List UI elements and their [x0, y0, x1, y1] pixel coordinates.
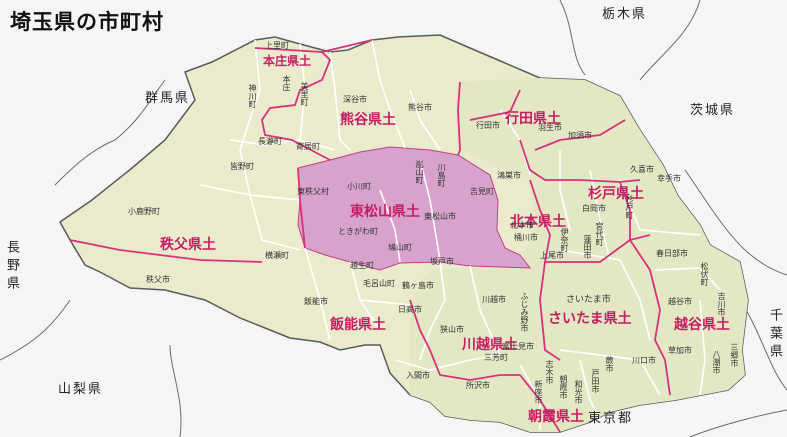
- muni-koshigaya: 越谷市: [668, 297, 692, 306]
- muni-warabi: 蕨市: [605, 356, 614, 372]
- muni-kawajima: 川島町: [437, 163, 446, 187]
- muni-misato2: 三郷市: [730, 343, 739, 367]
- neighbor-tochigi: 栃木県: [602, 7, 648, 22]
- muni-miyashiro: 宮代町: [595, 222, 604, 246]
- muni-niiza: 新座市: [534, 380, 543, 404]
- muni-fujimi: 富士見市: [502, 342, 534, 351]
- muni-ogose: 越生町: [350, 261, 374, 270]
- muni-kawaguchi: 川口市: [632, 356, 656, 365]
- muni-ina: 伊奈町: [560, 228, 569, 252]
- muni-fujimino: ふじみ野市: [520, 292, 529, 332]
- muni-saitama: さいたま市: [566, 295, 611, 305]
- muni-sayama: 狭山市: [440, 325, 464, 334]
- muni-sugito: 杉戸町: [625, 195, 634, 219]
- muni-misato: 美里町: [300, 82, 309, 106]
- muni-kamisato: 上里町: [265, 41, 289, 50]
- office-kumagaya: 熊谷県土: [340, 112, 396, 128]
- muni-kazo: 加須市: [568, 131, 592, 140]
- muni-wako: 和光市: [574, 380, 583, 404]
- office-saitama: さいたま県土: [548, 311, 632, 327]
- muni-yorii: 寄居町: [296, 142, 320, 151]
- muni-kawagoe: 川越市: [482, 295, 506, 304]
- muni-satte: 幸手市: [657, 174, 681, 183]
- muni-toda: 戸田市: [591, 369, 600, 393]
- muni-higashichichibu: 東秩父村: [297, 187, 329, 196]
- muni-hidaka: 日高市: [398, 305, 422, 314]
- muni-yoshikawa: 吉川市: [717, 292, 726, 316]
- muni-yokoze: 横瀬町: [265, 251, 289, 260]
- muni-yashio: 八潮市: [712, 350, 721, 374]
- neighbor-gunma: 群馬県: [145, 91, 191, 106]
- muni-tokigawa: ときがわ町: [338, 227, 378, 236]
- muni-minano: 皆野町: [230, 162, 254, 171]
- boundary-yamanashi-tokyo: [169, 344, 182, 437]
- muni-hanyu: 羽生市: [538, 123, 562, 132]
- neighbor-nagano: 長野県: [4, 240, 19, 294]
- muni-ageo: 上尾市: [540, 251, 564, 260]
- muni-chichibu: 秩父市: [146, 275, 170, 284]
- neighbor-yamanashi: 山梨県: [58, 382, 104, 397]
- district-borders: [69, 39, 671, 433]
- muni-nagatoro: 長瀞町: [258, 137, 282, 146]
- muni-kumagaya: 熊谷市: [408, 103, 432, 112]
- boundary-ibaraki-chiba: [684, 169, 787, 276]
- office-higashimatsuyama: 東松山県土: [350, 204, 420, 220]
- muni-iruma: 入間市: [406, 371, 430, 380]
- muni-asaka: 朝霞市: [559, 375, 568, 399]
- muni-shiki: 志木市: [545, 360, 554, 384]
- muni-gyoda: 行田市: [476, 121, 500, 130]
- muni-yoshimi: 吉見町: [470, 187, 494, 196]
- boundary-gunma-tochigi: [559, 0, 586, 76]
- muni-kuki: 久喜市: [630, 165, 654, 174]
- office-chichibu: 秩父県土: [160, 237, 216, 253]
- neighbor-ibaraki: 茨城県: [690, 103, 736, 118]
- boundary-nagano-yamanashi: [0, 299, 71, 361]
- office-koshigaya: 越谷県土: [674, 317, 730, 333]
- muni-okegawa: 桶川市: [514, 233, 538, 242]
- muni-tokorozawa: 所沢市: [466, 381, 490, 390]
- muni-hatoyama: 鳩山町: [388, 243, 412, 252]
- boundary-tokyo-chiba: [689, 409, 787, 437]
- muni-ranzan: 嵐山町: [415, 160, 424, 184]
- muni-hanno: 飯能市: [304, 297, 328, 306]
- muni-miyoshi: 三芳町: [484, 353, 508, 362]
- office-kawagoe: 川越県土: [462, 337, 518, 353]
- muni-shiraoka: 白岡市: [582, 204, 606, 213]
- muni-moroyama: 毛呂山町: [363, 279, 395, 288]
- muni-sakado: 坂戸市: [430, 257, 454, 266]
- muni-higashimatsuyama: 東松山市: [424, 212, 456, 221]
- muni-kamikawa: 神川町: [248, 84, 257, 108]
- muni-kasukabe: 春日部市: [656, 249, 688, 258]
- muni-tsurugashima: 鶴ヶ島市: [402, 281, 434, 290]
- muni-soka: 草加市: [668, 346, 692, 355]
- office-gyoda: 行田県土: [505, 111, 561, 127]
- boundary-tochigi-ibaraki: [639, 0, 701, 81]
- muni-ogano: 小鹿野町: [128, 207, 160, 216]
- neighbor-tokyo: 東京都: [588, 411, 634, 426]
- boundary-gunma-nagano: [54, 79, 166, 186]
- muni-ogawa: 小川町: [347, 182, 371, 191]
- office-honjo: 本庄県土: [263, 54, 312, 68]
- map-title: 埼玉県の市町村: [10, 10, 164, 34]
- office-sugito: 杉戸県土: [588, 186, 644, 202]
- muni-matsubushi: 松伏町: [700, 262, 709, 286]
- higashimatsuyama-district-area: [297, 146, 532, 271]
- municipality-borders: [199, 39, 721, 430]
- muni-fukaya: 深谷市: [343, 95, 367, 104]
- office-hanno: 飯能県土: [330, 317, 386, 333]
- muni-hasuda: 蓮田市: [583, 235, 592, 259]
- office-asaka: 朝霞県土: [528, 409, 584, 425]
- muni-kounosu: 鴻巣市: [497, 171, 521, 180]
- office-kitamoto: 北本県土: [510, 214, 566, 230]
- muni-kitamoto: 北本市: [510, 221, 534, 230]
- neighbor-chiba: 千葉県: [767, 308, 782, 362]
- muni-honjo: 本庄: [282, 75, 291, 91]
